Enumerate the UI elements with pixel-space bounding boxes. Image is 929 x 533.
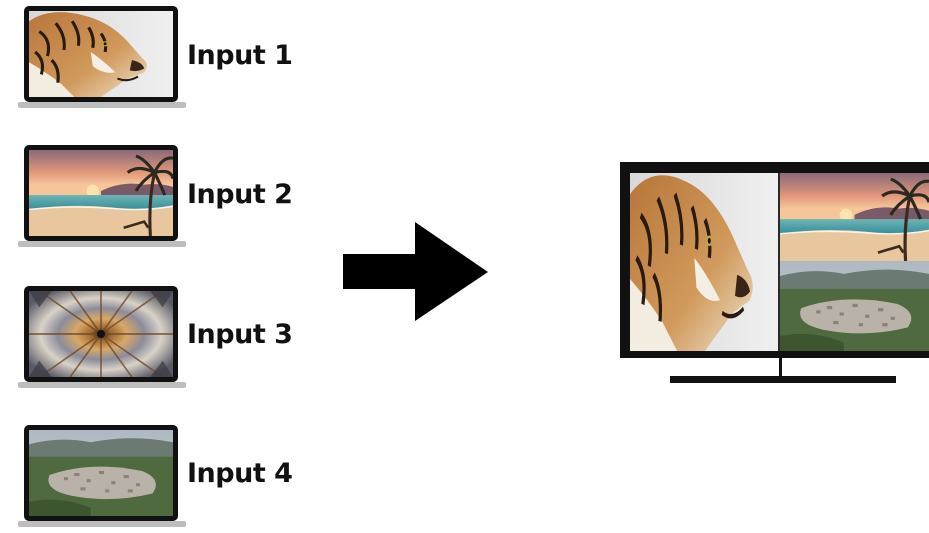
output-monitor — [612, 158, 929, 394]
input-4-label: Input 4 — [187, 458, 293, 489]
input-1-laptop — [18, 4, 186, 114]
input-3-laptop — [18, 284, 186, 394]
input-3-label: Input 3 — [187, 319, 293, 350]
input-2-label: Input 2 — [187, 179, 293, 210]
input-2-laptop — [18, 143, 186, 253]
input-1-label: Input 1 — [187, 40, 293, 71]
input-4-laptop — [18, 423, 186, 533]
right-arrow-icon — [343, 222, 489, 326]
